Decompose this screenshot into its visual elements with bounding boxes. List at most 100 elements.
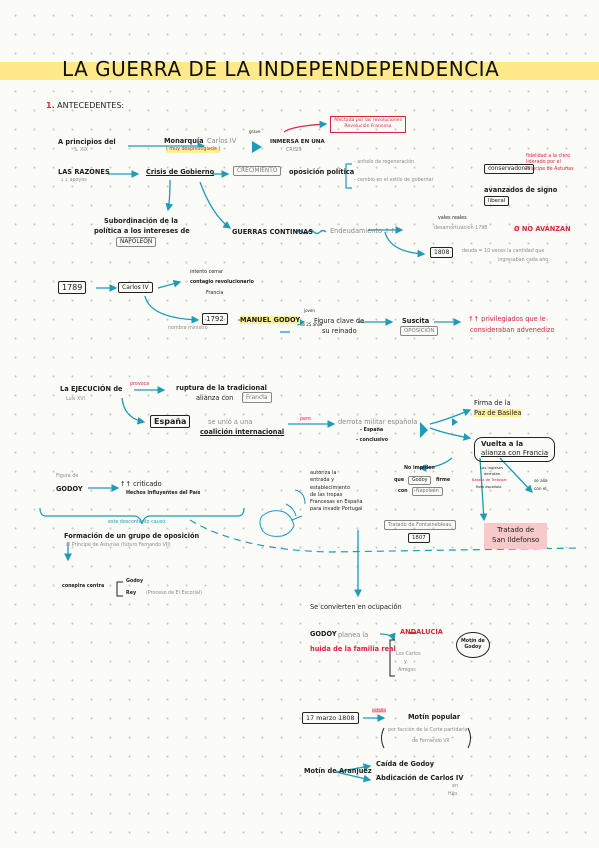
arrow: [379, 632, 396, 642]
tratado-sanildefonso-box: Tratado de San Ildefonso: [484, 523, 548, 549]
por-faccion-label: por facción de la Corte partidaria: [388, 728, 468, 733]
ingresaban-label: ingresaban cada año.: [498, 258, 550, 263]
conspira-label: conspira contra: [62, 584, 105, 589]
amigos-label: Amigos: [398, 668, 416, 673]
inmersa-label: INMERSA EN UNA: [270, 139, 325, 145]
godoy2-label: Godoy: [126, 579, 144, 584]
de-las-label: de las tropas: [310, 491, 343, 498]
arrow: [499, 457, 533, 493]
abdicacion-label: Abdicación de Carlos IV: [376, 774, 464, 782]
carlos-iv-label: Carlos IV: [207, 137, 237, 145]
derrotan-label: derrotan: [484, 471, 501, 476]
huida-label: huida de la familia real: [310, 645, 396, 653]
napoleon-box: NAPOLEÓN: [116, 237, 157, 247]
year-1808-box: 1808: [430, 247, 454, 258]
anhelo-label: - anhelo de regeneración: [354, 160, 415, 165]
crisis-gobierno-label: Crisis de Gobierno: [146, 168, 215, 176]
autoriza-block: autoriza la entrada y establecimiento de…: [310, 470, 363, 514]
tratado-sanildefonso-1: Tratado de: [497, 526, 535, 534]
endeudamiento-label: Endeudamiento ↑↑: [330, 227, 396, 235]
establecimiento-label: establecimiento: [310, 484, 351, 491]
godoy3-box: Godoy: [408, 476, 432, 485]
year-1792-box: 1792: [202, 313, 228, 325]
monarquia-label: Monarquía: [164, 137, 204, 145]
hechos-label: Hechos influyentes del País: [126, 491, 201, 496]
crecimiento-box: CRECIMIENTO: [233, 166, 282, 176]
privilegiados-label: ↑↑ privilegiados que le: [468, 315, 546, 323]
con-label: con: [398, 489, 408, 494]
bracket: [467, 727, 471, 749]
cambio-label: - cambio en el estilo de gobernar: [354, 178, 434, 183]
las-razones-label: LAS RAZONES: [58, 168, 110, 176]
luis-xvi-label: Luis XVI: [66, 397, 85, 402]
entrada-label: entrada y: [310, 477, 335, 484]
fidelidad-label: fidelidad a la clero: [526, 154, 571, 159]
corso-label: flota española: [476, 485, 502, 489]
section-heading: 1. ANTECEDENTES:: [46, 101, 124, 110]
tratado-sanildefonso-2: San Ildefonso: [492, 535, 540, 544]
century-label: S. XIX: [74, 148, 89, 153]
motin-badge-2: Godoy: [464, 645, 482, 651]
francia-label: Francia: [206, 291, 224, 296]
liberal-box: liberal: [484, 196, 510, 206]
amortizacion-label: desamortización 1798: [434, 226, 488, 231]
oposicion-label: oposición política: [289, 168, 355, 176]
arrow: [144, 295, 200, 324]
motin-badge: Motín de Godoy: [456, 632, 490, 659]
napoleon2-box: Napoleón: [412, 487, 443, 496]
criticado-label: ↑↑ criticado: [120, 480, 162, 488]
en-label: en: [452, 784, 458, 789]
subordinacion-label: Subordinación de la: [104, 217, 178, 225]
firme-label: firme: [436, 478, 451, 483]
godoy4-label: GODOY: [310, 630, 337, 638]
manuel-godoy-label: MANUEL GODOY: [240, 316, 301, 325]
trafalgar-label: Batalla de Trafalgar: [472, 478, 508, 482]
deuda-label: deuda = 10 veces la cantidad que: [462, 249, 545, 254]
fecha-1808-box: 17 marzo 1808: [302, 712, 359, 724]
suscita-label: Suscita: [402, 317, 430, 325]
de-fernando-label: de Fernando VII: [412, 739, 450, 744]
afectada-box: Afectada por las revoluciones Revolución…: [330, 116, 406, 133]
su-reinado-label: su reinado: [322, 327, 357, 335]
tratado-fontainebleau-box: Tratado de Fontainebleau: [384, 520, 456, 530]
politica-intereses-label: política a los intereses de: [94, 227, 190, 235]
map-sketch: [259, 489, 306, 537]
los-ingleses-label: Los ingleses: [480, 465, 504, 470]
fidelidad-block: fidelidad a la clero liderado por el Pri…: [526, 154, 574, 173]
franceses-label: Francesas en España: [310, 499, 363, 505]
motin-badge-1: Motín de: [461, 639, 485, 644]
figura-de-label: Figura de: [56, 474, 79, 479]
motin-popular-label: Motín popular: [408, 713, 461, 721]
motin-aranjuez-label: Motín de Aranjuez: [304, 767, 372, 775]
principios-label: A principios del: [58, 138, 116, 146]
red-arrow: [283, 120, 328, 133]
se-alia-label: se alía: [534, 478, 548, 483]
arrow: [384, 231, 426, 258]
de-25-label: de 25 años: [300, 322, 323, 327]
title-highlight: [0, 62, 599, 80]
carlos-iv-box: Carlos IV: [118, 282, 153, 293]
no-impiden-label: No impiden: [404, 466, 435, 471]
que-label: que: [394, 478, 405, 483]
firma-label: Firma de la: [474, 399, 511, 407]
este-descontento-label: este descontento causó:: [108, 520, 167, 525]
conclusion-item: - conclusivo: [356, 438, 389, 443]
principe2-label: al Príncipe de Asturias (futuro Fernando…: [66, 543, 171, 548]
no-avanzan-label: Ø NO AVANZAN: [514, 225, 571, 233]
figura-clave-label: Figura clave de: [314, 317, 365, 325]
liderado-label: liderado por el: [526, 160, 561, 166]
muy-desprestigiada: ( muy desprestigiada ): [166, 147, 221, 153]
hijo-label: Hijo: [448, 792, 458, 797]
guerras-label: GUERRAS CONTINUAS: [232, 228, 314, 236]
coalicion-label: coalición internacional: [200, 428, 285, 436]
planea-label: planea la: [338, 631, 369, 639]
afectada-label: Afectada por las revoluciones: [334, 118, 402, 123]
paz-basilea-label: Paz de Basilea: [474, 409, 522, 418]
ruptura-label: ruptura de la tradicional: [176, 384, 267, 392]
section-number: 1.: [46, 101, 55, 110]
joven-label: joven: [304, 308, 315, 313]
apoyos-label: ↓↓ apoyos: [60, 178, 87, 183]
conservadores-box: conservadores: [484, 164, 535, 174]
